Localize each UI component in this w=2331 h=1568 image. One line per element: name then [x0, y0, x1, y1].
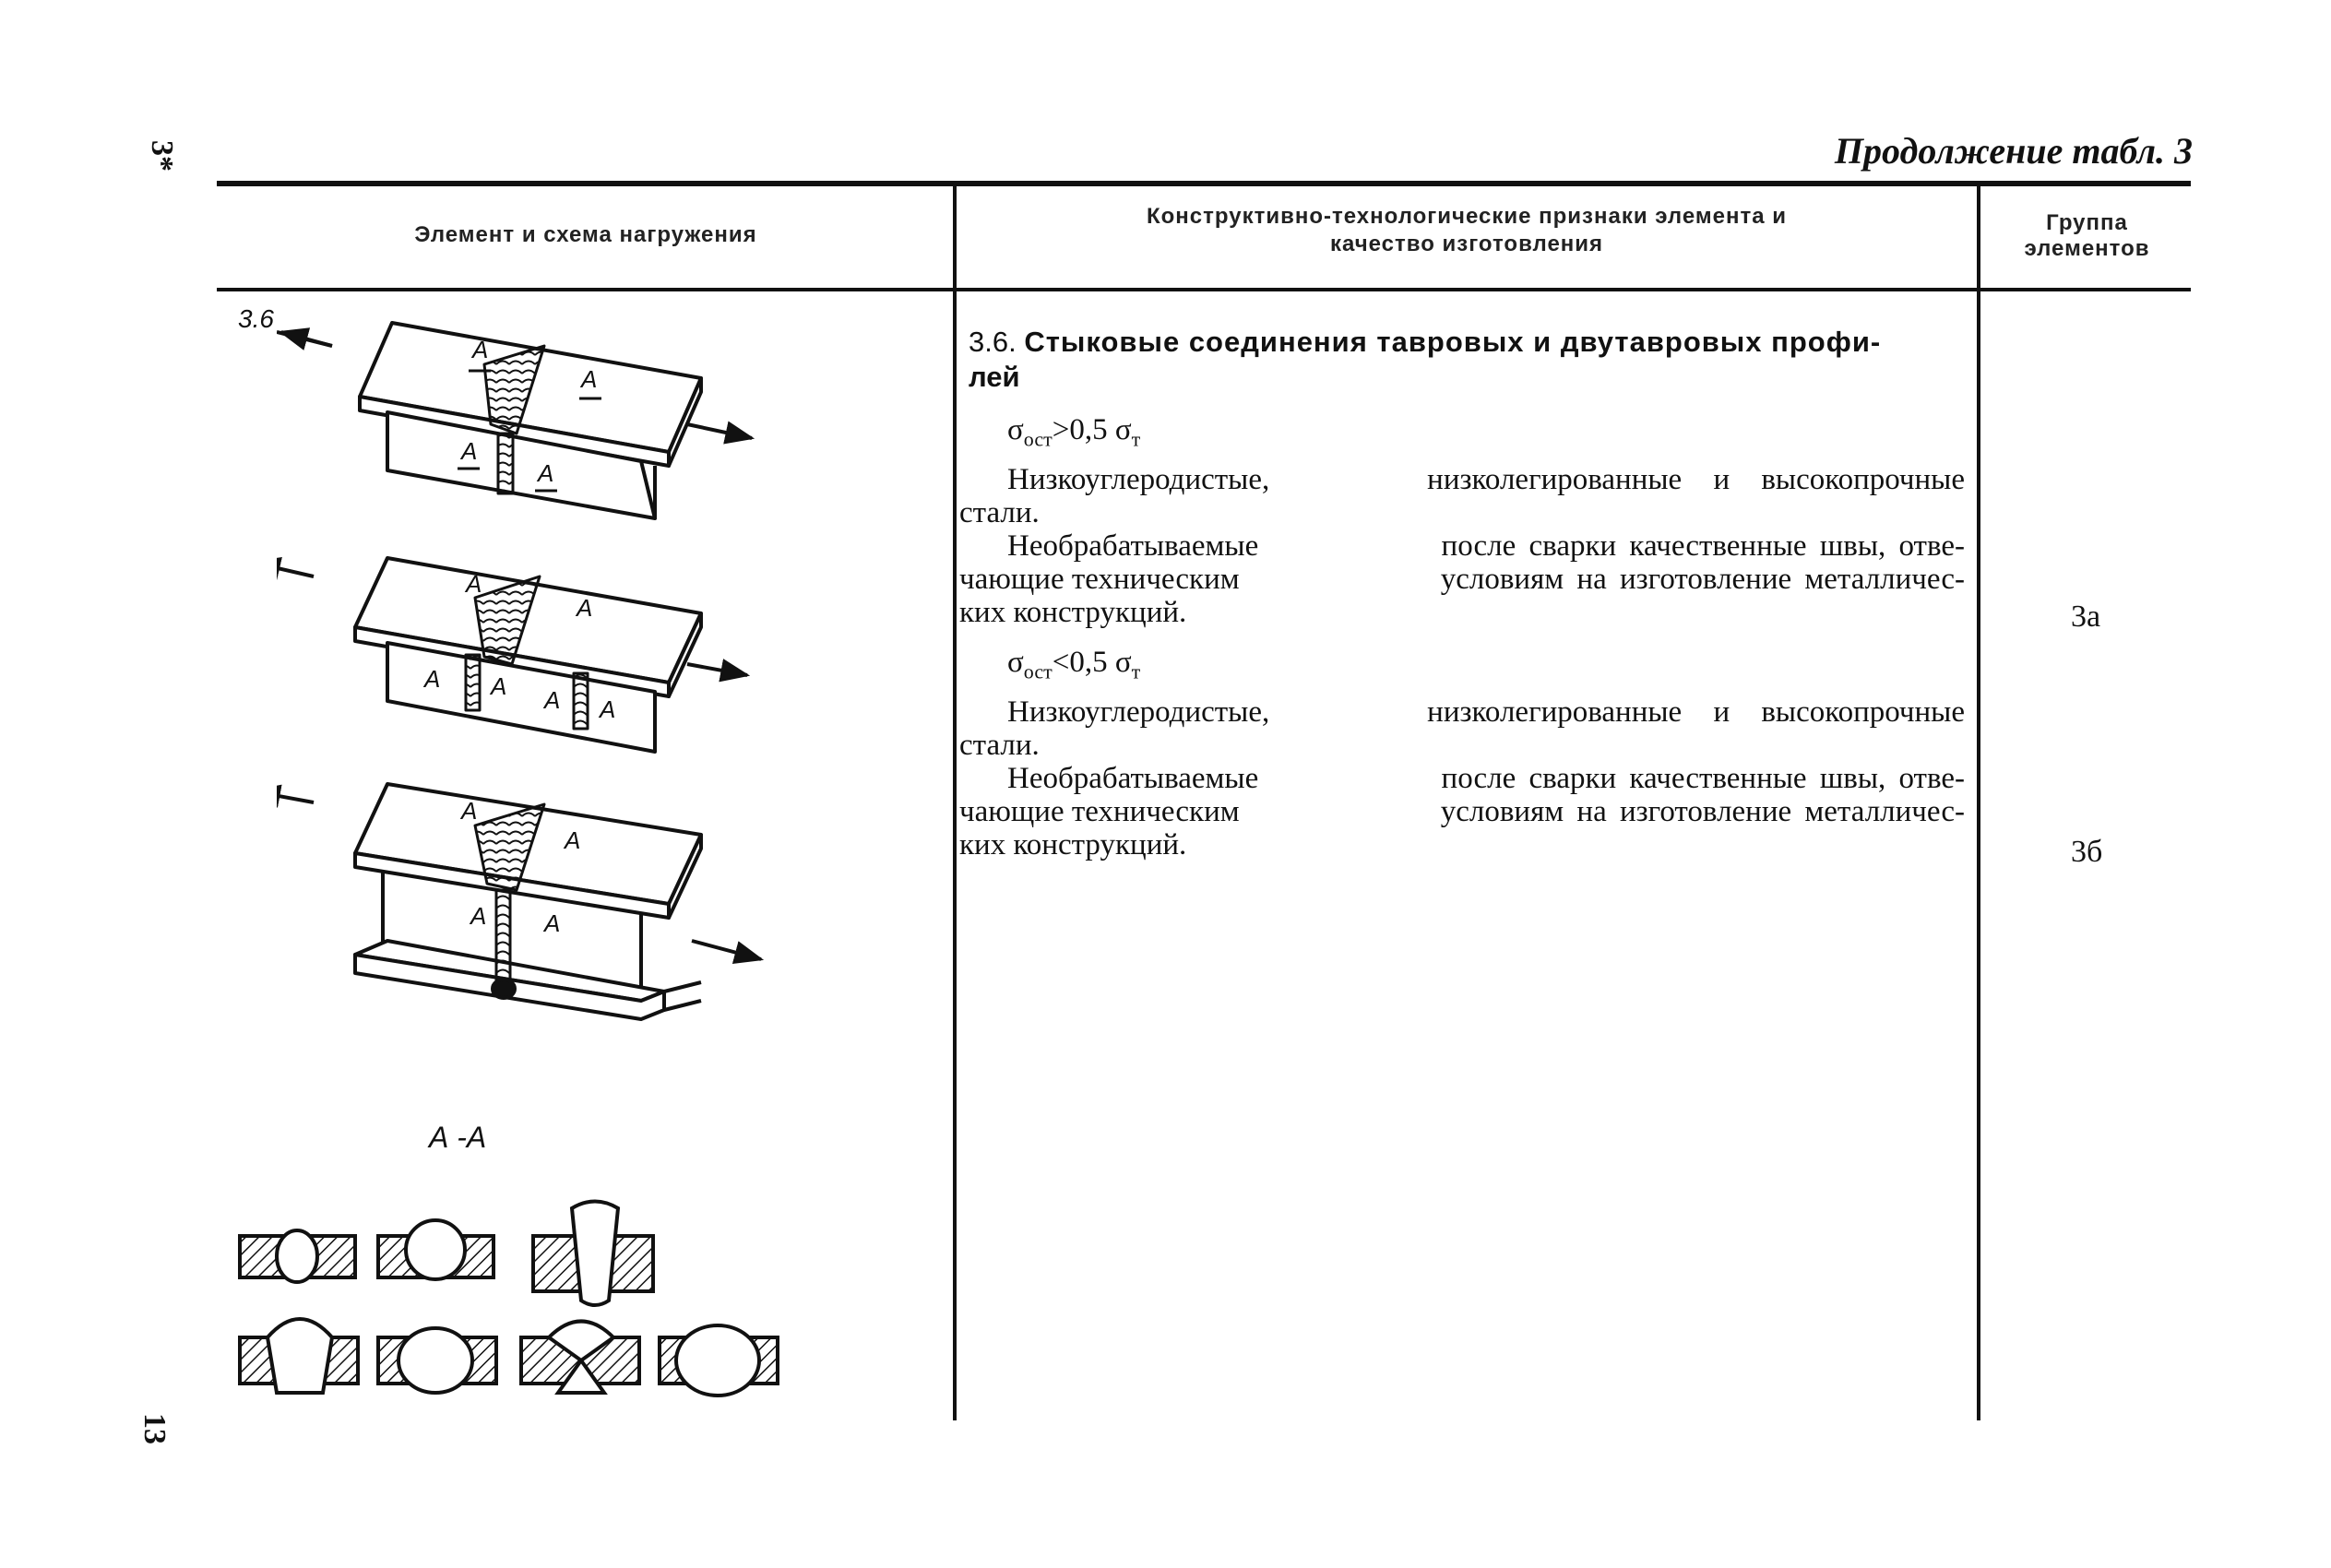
text-line: стали. — [959, 729, 1040, 762]
sigma-subscript: ост — [1023, 659, 1053, 683]
item-title: 3.6. Стыковые соединения тавровых и двут… — [969, 325, 1965, 395]
text-line: ких конструкций. — [959, 828, 1187, 861]
column-divider-1 — [953, 184, 957, 1420]
sigma-subscript: ост — [1023, 427, 1053, 451]
section-label: А -А — [429, 1121, 487, 1154]
tee-butt-joint-drawing: А А А А — [277, 321, 755, 520]
text-line: низколегированные и высокопрочные — [1427, 695, 1965, 729]
condition-high: σост>0,5 σт — [1007, 413, 1140, 457]
header-bottom-rule — [217, 288, 2191, 291]
svg-text:А: А — [542, 686, 560, 714]
text-line: чающие техническим — [959, 795, 1240, 828]
text-line: Низкоуглеродистые, — [1007, 695, 1270, 729]
joint-drawings: А А А А А А А А А А — [277, 321, 765, 1021]
text-line: условиям на изготовление металличес- — [1440, 563, 1965, 596]
paragraph-steels-1: Низкоуглеродистые, низколегированные и вы… — [959, 463, 1965, 529]
svg-text:А: А — [470, 336, 488, 363]
svg-text:А: А — [563, 826, 580, 854]
svg-text:А: А — [579, 365, 597, 393]
text-line: Необрабатываемые — [1007, 762, 1259, 795]
svg-text:А: А — [422, 665, 440, 693]
figure-label: 3.6 — [238, 304, 274, 333]
condition-value: <0,5 σ — [1052, 646, 1132, 679]
paragraph-welds-2: Необрабатываемые после сварки качественны… — [959, 762, 1965, 861]
text-line: стали. — [959, 496, 1040, 529]
header-group-line1: Группа — [2046, 210, 2128, 235]
condition-low: σост<0,5 σт — [1007, 646, 1140, 689]
text-line: после сварки качественные швы, отве- — [1441, 762, 1965, 795]
item-title-line2: лей — [969, 361, 1020, 393]
svg-text:А: А — [464, 570, 482, 598]
text-line: низколегированные и высокопрочные — [1427, 463, 1965, 496]
text-line: чающие техническим — [959, 563, 1240, 596]
table-continuation-caption: Продолжение табл. 3 — [1834, 130, 2193, 172]
svg-text:А: А — [459, 797, 477, 825]
svg-text:А: А — [598, 695, 615, 723]
item-number: 3.6. — [969, 326, 1017, 358]
sigma-t-subscript: т — [1131, 427, 1141, 451]
svg-text:А: А — [542, 909, 560, 937]
group-3b: 3б — [2071, 835, 2103, 869]
tee-butt-joint-drawing-2: А А А А А А — [277, 556, 751, 754]
item-title-text: Стыковые соединения тавровых и двутавров… — [1024, 326, 1882, 358]
header-features-line1: Конструктивно-технологические признаки э… — [1147, 204, 1787, 229]
header-features-line2: качество изготовления — [1329, 232, 1604, 256]
text-line: Необрабатываемые — [1007, 529, 1259, 563]
column-divider-2 — [1977, 184, 1980, 1420]
svg-text:А: А — [469, 902, 486, 930]
page-marker-top: 3* — [145, 140, 179, 172]
svg-text:А: А — [459, 437, 477, 465]
table-top-rule — [217, 181, 2191, 186]
header-group: Группа элементов — [1983, 210, 2191, 262]
svg-text:А: А — [489, 672, 506, 700]
header-features: Конструктивно-технологические признаки э… — [959, 203, 1974, 258]
paragraph-steels-2: Низкоуглеродистые, низколегированные и вы… — [959, 695, 1965, 762]
text-line: ких конструкций. — [959, 596, 1187, 629]
svg-text:А: А — [536, 459, 553, 487]
sigma-symbol: σ — [1007, 413, 1024, 446]
paragraph-welds-1: Необрабатываемые после сварки качественны… — [959, 529, 1965, 629]
sigma-t-subscript: т — [1131, 659, 1141, 683]
page-number: 13 — [137, 1413, 172, 1444]
header-element-scheme: Элемент и схема нагружения — [414, 222, 757, 247]
condition-value: >0,5 σ — [1052, 413, 1132, 446]
svg-text:А: А — [575, 594, 592, 622]
group-3a: 3а — [2071, 600, 2101, 634]
header-group-line2: элементов — [2024, 236, 2150, 261]
text-line: условиям на изготовление металличес- — [1440, 795, 1965, 828]
text-line: Низкоуглеродистые, — [1007, 463, 1270, 496]
ibeam-butt-joint-drawing: А А А А — [277, 782, 765, 1021]
text-line: после сварки качественные швы, отве- — [1441, 529, 1965, 563]
sigma-symbol: σ — [1007, 646, 1024, 679]
weld-cross-sections — [238, 1199, 779, 1397]
